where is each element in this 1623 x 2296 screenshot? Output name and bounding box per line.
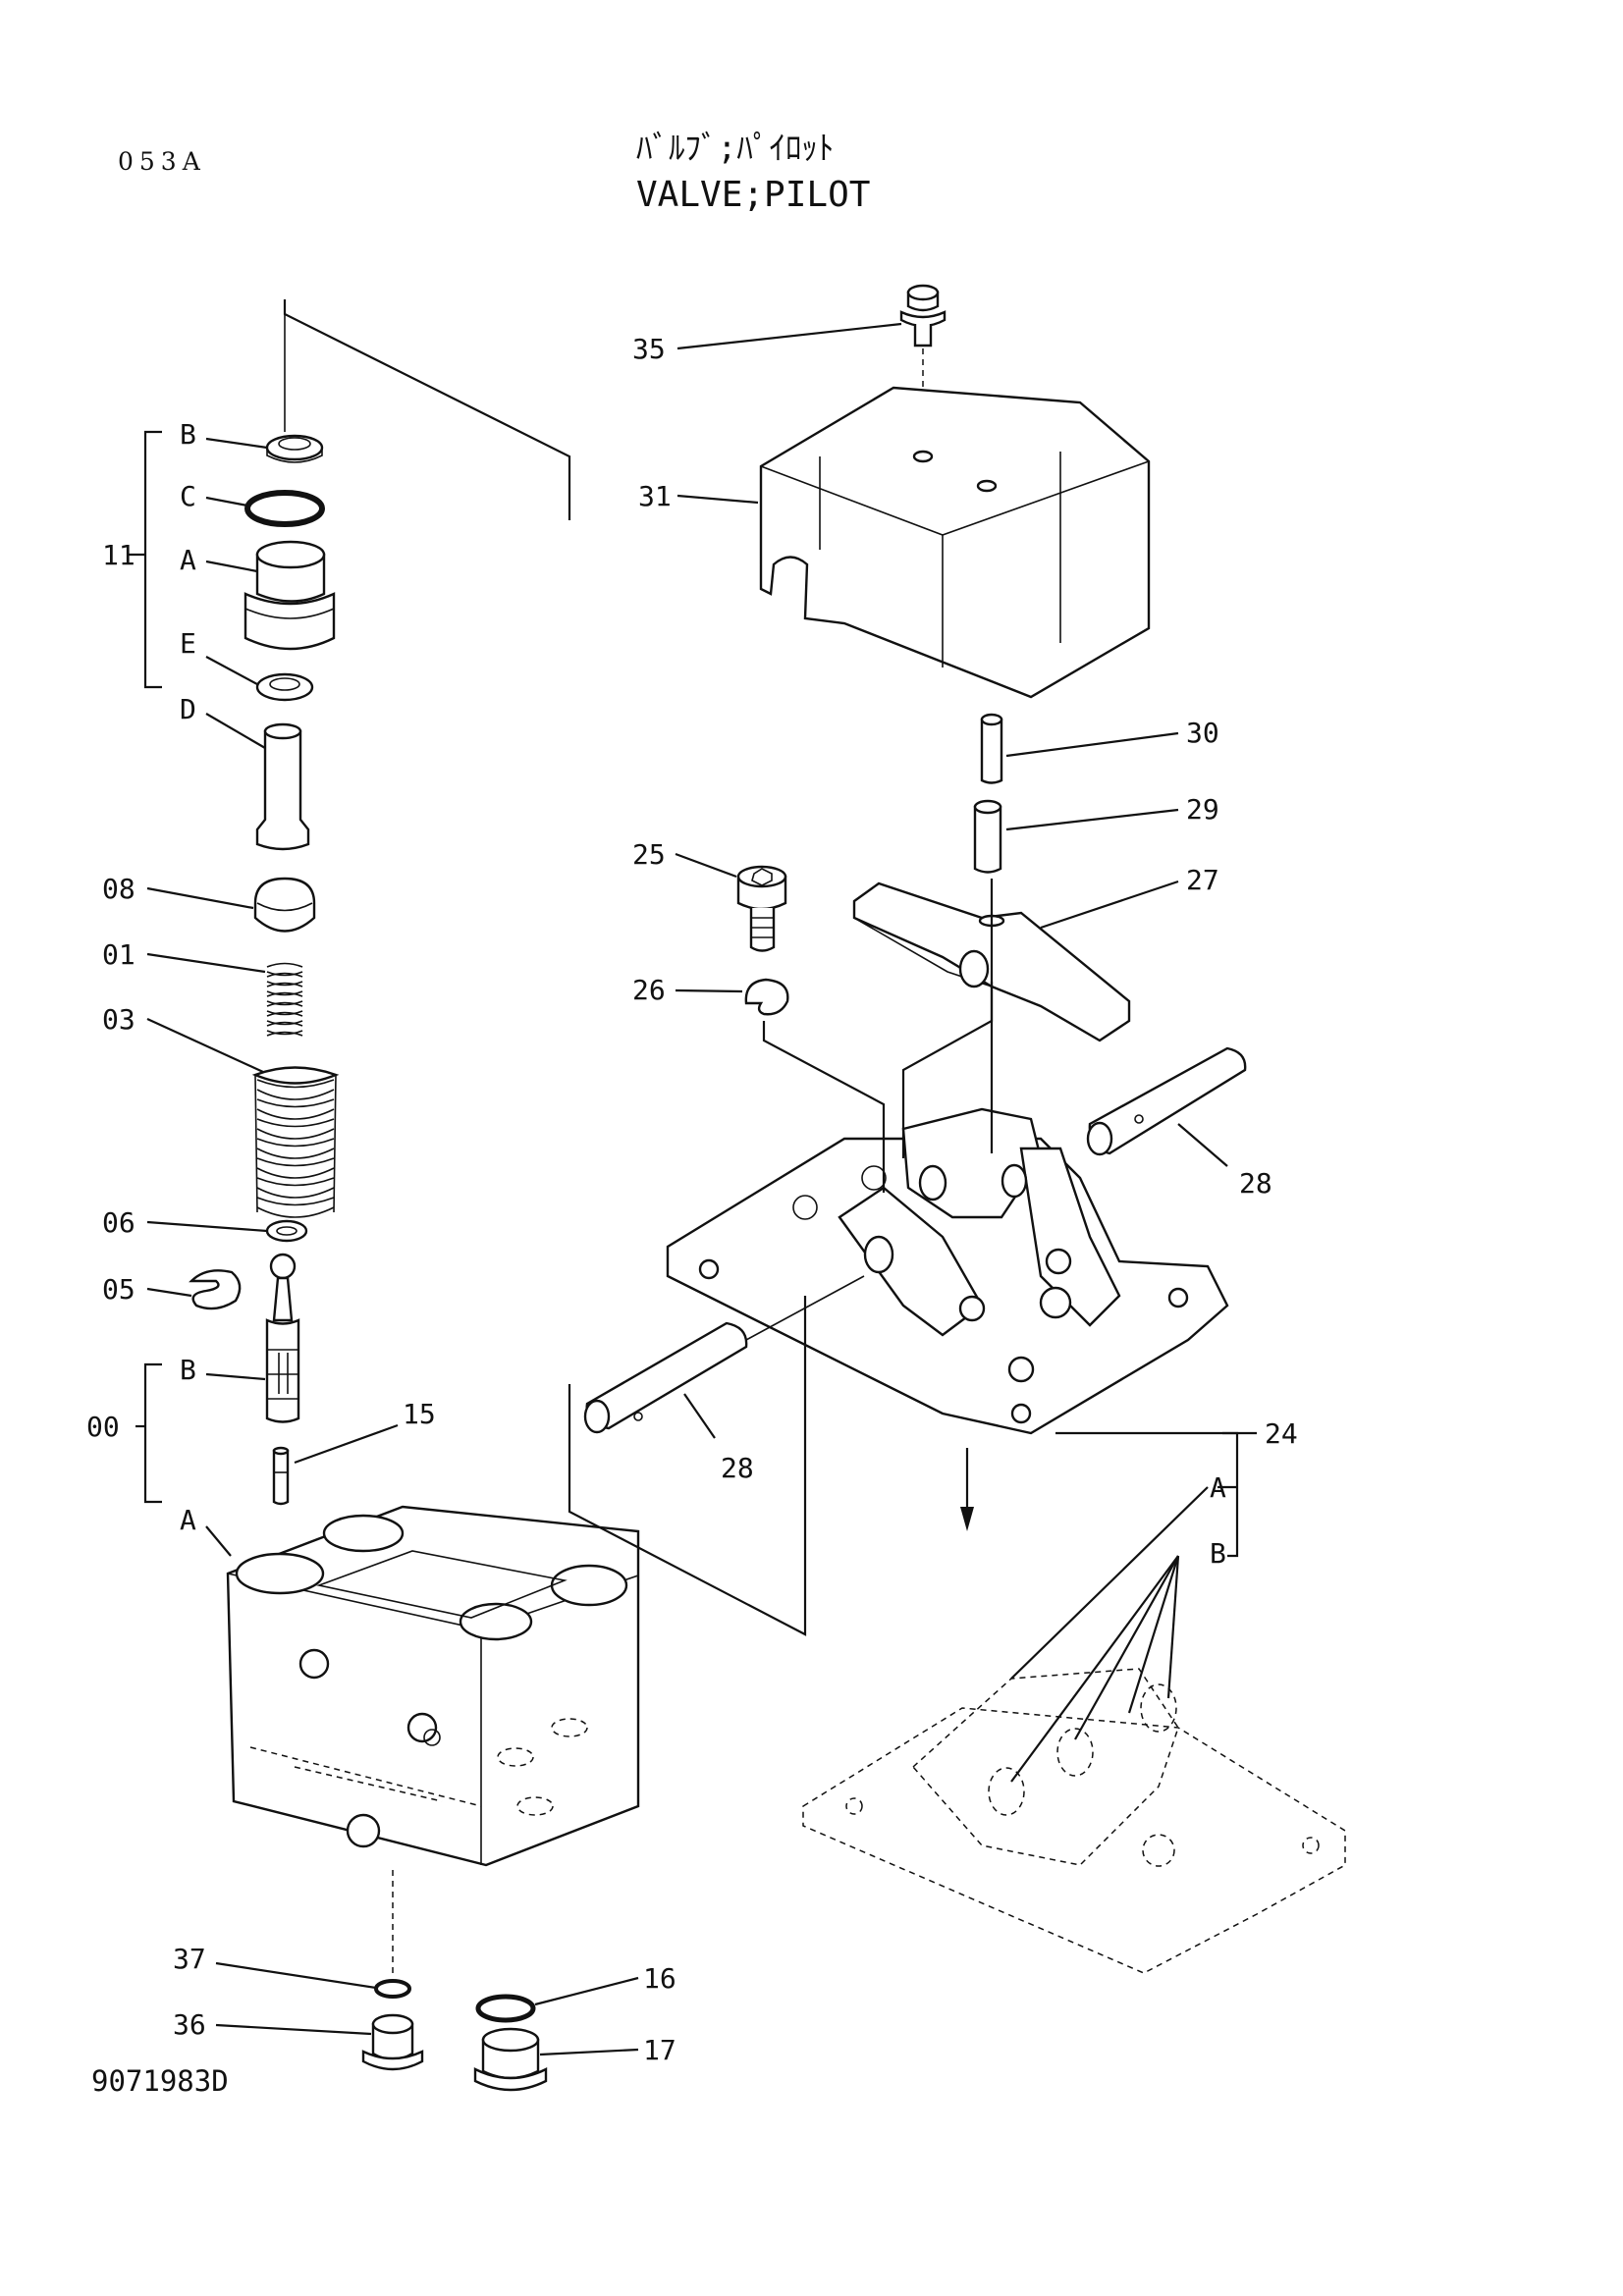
callout-17: 17 <box>643 2034 676 2066</box>
part-08-cap <box>146 877 316 933</box>
part-25-bolt <box>675 852 787 952</box>
callout-08: 08 <box>102 873 135 905</box>
callout-29: 29 <box>1186 793 1219 826</box>
part-00a-valve-body <box>205 1505 640 1867</box>
callout-31: 31 <box>638 480 672 512</box>
callout-24-b: B <box>1210 1537 1226 1570</box>
part-35-screw <box>676 284 947 452</box>
callout-11-a: A <box>180 544 196 576</box>
callout-16: 16 <box>643 1962 676 1995</box>
part-01-spring <box>146 952 303 1037</box>
part-31-cover <box>676 386 1151 699</box>
callout-36: 36 <box>173 2008 206 2041</box>
callout-00: 00 <box>86 1411 120 1443</box>
callout-labels: 35 31 30 29 27 25 26 28 28 24 A B 11 B C… <box>86 333 1298 2066</box>
part-11c-oring <box>205 490 325 527</box>
part-11a-plug <box>205 540 336 651</box>
part-30-pin <box>980 713 1179 784</box>
callout-15: 15 <box>403 1398 436 1430</box>
callout-05: 05 <box>102 1273 135 1306</box>
part-06-ring <box>146 1219 308 1243</box>
part-03-spring <box>146 1017 340 1218</box>
bracket-11 <box>128 430 162 689</box>
callout-11-b: B <box>180 418 196 451</box>
part-00-spool <box>205 1253 300 1423</box>
title-japanese: ﾊﾞﾙﾌﾞ;ﾊﾟｲﾛｯﾄ <box>636 129 835 167</box>
guide-lines <box>283 299 571 520</box>
guide-lines-right <box>568 879 994 1636</box>
callout-11: 11 <box>102 539 135 571</box>
part-11d-sleeve <box>205 713 310 851</box>
part-11b-ring <box>205 434 324 463</box>
callout-30: 30 <box>1186 717 1219 749</box>
callout-00-a: A <box>180 1504 196 1536</box>
callout-26: 26 <box>632 974 666 1006</box>
part-24-plate-detail <box>802 1431 1346 1974</box>
part-05-clip <box>146 1269 242 1310</box>
callout-24-a: A <box>1210 1471 1226 1504</box>
part-24-plate <box>666 1107 1257 1435</box>
callout-11-e: E <box>180 627 196 660</box>
callout-24: 24 <box>1265 1417 1298 1450</box>
part-26-washer <box>675 978 789 1016</box>
page-code: 053A <box>118 147 206 176</box>
callout-35: 35 <box>632 333 666 365</box>
drawing-number: 9071983D <box>91 2064 229 2098</box>
callout-03: 03 <box>102 1003 135 1036</box>
part-29-pin <box>973 799 1179 874</box>
part-28-pin-right <box>1086 1046 1247 1167</box>
parts-bottom-plugs <box>215 1870 639 2092</box>
part-15-pin <box>272 1423 399 1506</box>
callout-11-c: C <box>180 480 196 512</box>
part-28-pin-left <box>583 1275 865 1439</box>
callout-01: 01 <box>102 938 135 971</box>
callout-28-left: 28 <box>721 1452 754 1484</box>
callout-06: 06 <box>102 1206 135 1239</box>
bracket-00 <box>135 1362 162 1504</box>
callout-00-b: B <box>180 1354 196 1386</box>
callout-37: 37 <box>173 1943 206 1975</box>
part-27-lever <box>852 880 1179 1042</box>
callout-28-right: 28 <box>1239 1167 1272 1200</box>
part-11e-ring <box>205 656 314 702</box>
title-english: VALVE;PILOT <box>636 175 871 215</box>
callout-25: 25 <box>632 838 666 871</box>
callout-11-d: D <box>180 693 196 725</box>
callout-27: 27 <box>1186 864 1219 896</box>
